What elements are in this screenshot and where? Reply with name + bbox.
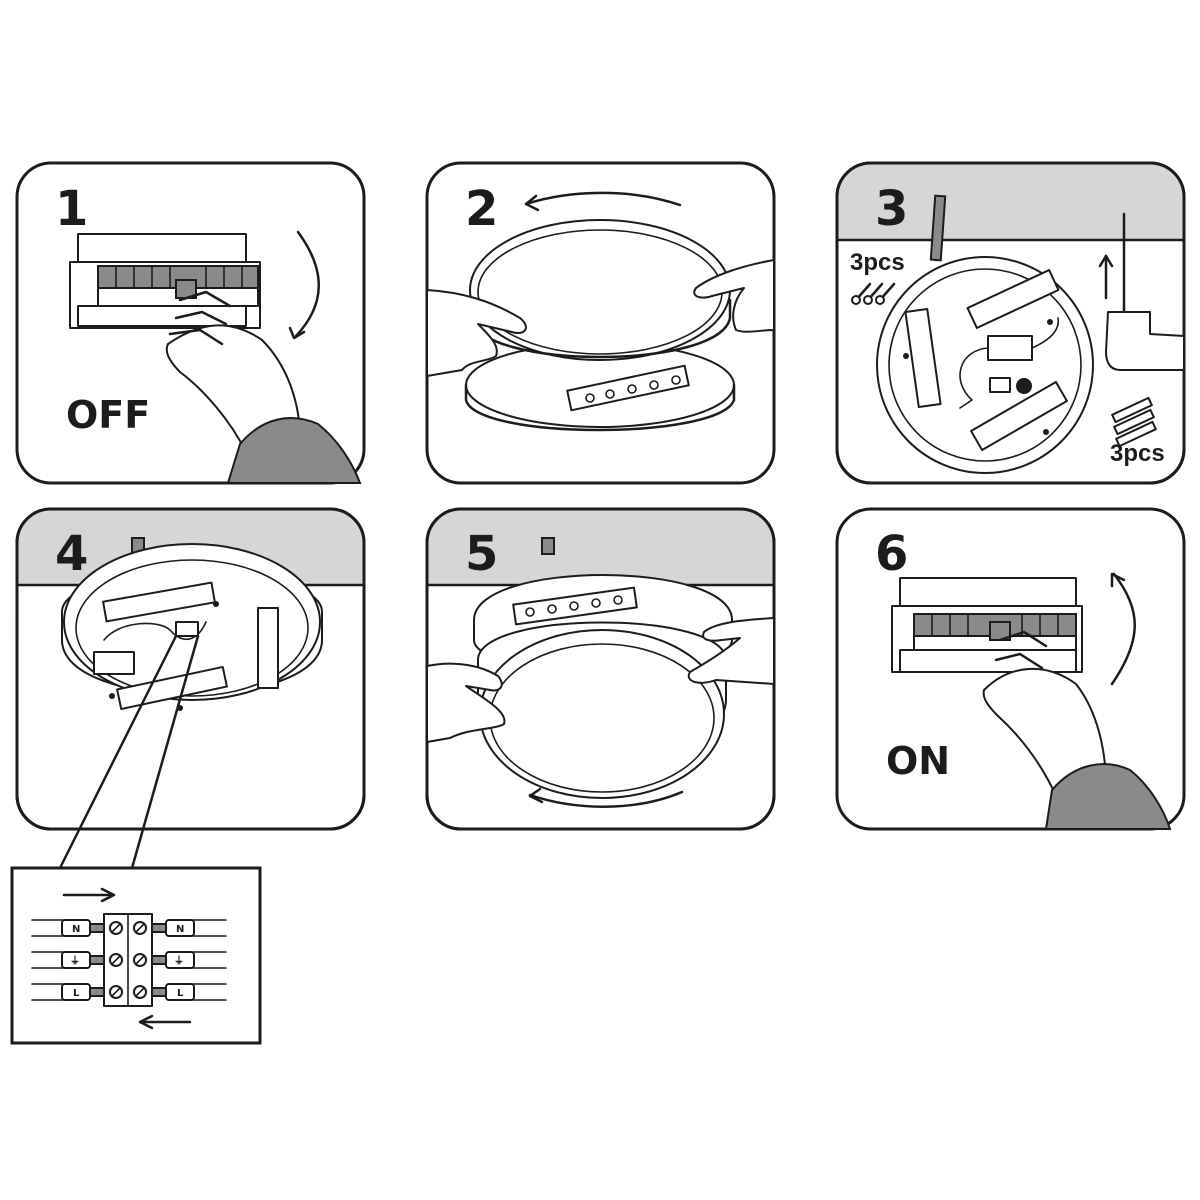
on-label: ON	[886, 739, 950, 783]
terminal-l-left: L	[73, 988, 80, 999]
callout-connector	[58, 634, 200, 870]
step-2-panel: 2	[425, 161, 776, 485]
hands-rotating-cover	[426, 259, 775, 377]
terminal-n-right: N	[176, 924, 184, 935]
hand-switching-off	[165, 290, 362, 484]
rotate-up-arrow	[1110, 572, 1136, 686]
fuse-box-on	[891, 577, 1083, 673]
step-6-panel: 6	[835, 507, 1186, 831]
terminal-row-live: L L	[31, 983, 227, 1001]
wall-plugs-icon	[1111, 396, 1157, 448]
terminal-earth-right: ⏚	[174, 955, 184, 967]
plugs-qty: 3pcs	[1110, 440, 1165, 467]
fuse-box-off	[69, 233, 261, 329]
rotate-left-arrow	[524, 191, 682, 207]
hands-attaching-cover	[426, 617, 775, 743]
rotate-down-arrow	[294, 230, 320, 338]
step-3-number: 3	[875, 181, 908, 237]
rotate-right-arrow	[528, 790, 684, 808]
step-5-number: 5	[465, 526, 498, 582]
diffuser-cover	[468, 219, 732, 361]
light-base-plate	[876, 256, 1094, 474]
terminal-n-left: N	[72, 924, 80, 935]
step-1-number: 1	[55, 181, 88, 237]
screws-icon	[851, 282, 896, 305]
step-3-panel: 3 3pcs	[835, 161, 1186, 485]
step-5-panel: 5	[425, 507, 776, 831]
drill-icon	[1105, 212, 1185, 371]
step-6-number: 6	[875, 526, 908, 582]
step-4-number: 4	[55, 526, 88, 582]
off-label: OFF	[66, 393, 150, 437]
terminal-earth-left: ⏚	[70, 955, 80, 967]
step-4-panel: 4	[15, 507, 366, 870]
step-2-number: 2	[465, 181, 498, 237]
terminal-row-earth: ⏚ ⏚	[31, 951, 227, 969]
terminal-l-right: L	[177, 988, 184, 999]
ceiling-light-base	[464, 342, 736, 432]
wiring-detail: N N ⏚ ⏚ L L	[10, 866, 262, 1045]
terminal-row-neutral: N N	[31, 919, 227, 937]
hand-switching-on	[982, 630, 1172, 830]
diffuser-cover-attach	[477, 621, 727, 799]
step-1-panel: 1	[15, 161, 366, 485]
screws-qty: 3pcs	[850, 249, 905, 276]
